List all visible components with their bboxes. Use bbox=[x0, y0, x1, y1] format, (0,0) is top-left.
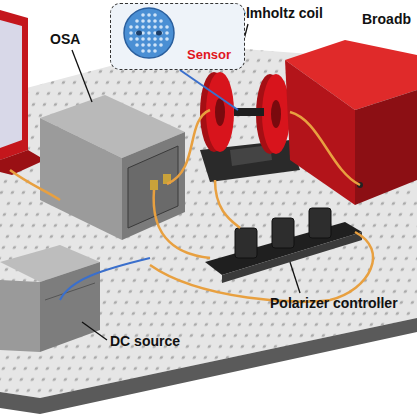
leader-lines bbox=[72, 24, 300, 340]
sensor-fiber bbox=[180, 70, 238, 110]
laptop-screen bbox=[0, 20, 22, 148]
optical-fibers bbox=[10, 110, 373, 302]
fiber-cross-section bbox=[119, 5, 179, 65]
osa-unit bbox=[40, 95, 185, 240]
helmholtz-coil bbox=[200, 72, 300, 182]
equipment-label: OSA bbox=[48, 32, 82, 47]
laptop-base bbox=[0, 150, 45, 175]
dc-wire bbox=[60, 258, 150, 300]
equipment-label: Broadb bbox=[360, 12, 413, 27]
sensor-label: Sensor bbox=[187, 48, 231, 62]
broadband-source bbox=[285, 40, 417, 205]
sensor-inset: Sensor bbox=[110, 3, 245, 70]
dc-source bbox=[0, 245, 100, 352]
equipment-label: Polarizer controller bbox=[268, 296, 400, 311]
laptop-lid bbox=[0, 10, 28, 160]
equipment-label: DC source bbox=[108, 334, 182, 349]
